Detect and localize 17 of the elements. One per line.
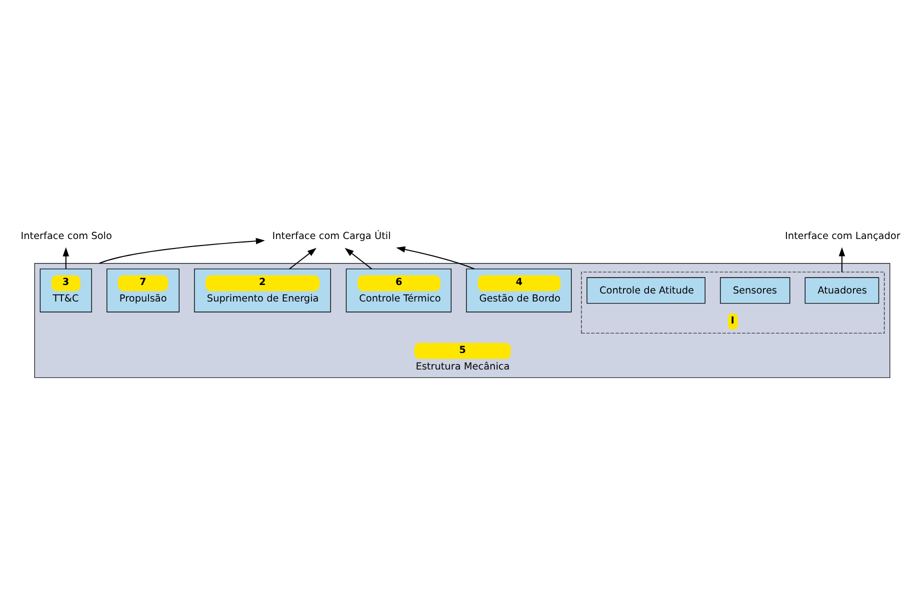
node-box: Atuadores (804, 276, 880, 304)
node-box: 2 Suprimento de Energia (194, 268, 331, 312)
arrow (344, 247, 372, 269)
node-box: 7 Propulsão (106, 268, 180, 312)
arrow (396, 246, 474, 269)
node-text: Interface com Solo (20, 230, 112, 242)
node-box: 6 Controle Térmico (346, 268, 452, 312)
arrow (838, 246, 846, 272)
arrow (289, 247, 316, 269)
arrow (99, 237, 265, 264)
node-text: Interface com Carga Útil (272, 230, 391, 242)
arrow (62, 246, 70, 268)
node-text: Interface com Lançador (784, 230, 900, 242)
node-box: 4 Gestão de Bordo (466, 268, 572, 312)
node-box: Sensores (720, 276, 790, 304)
node-box: 3 TT&C (40, 268, 92, 312)
node-box: Controle de Atitude (586, 276, 706, 304)
